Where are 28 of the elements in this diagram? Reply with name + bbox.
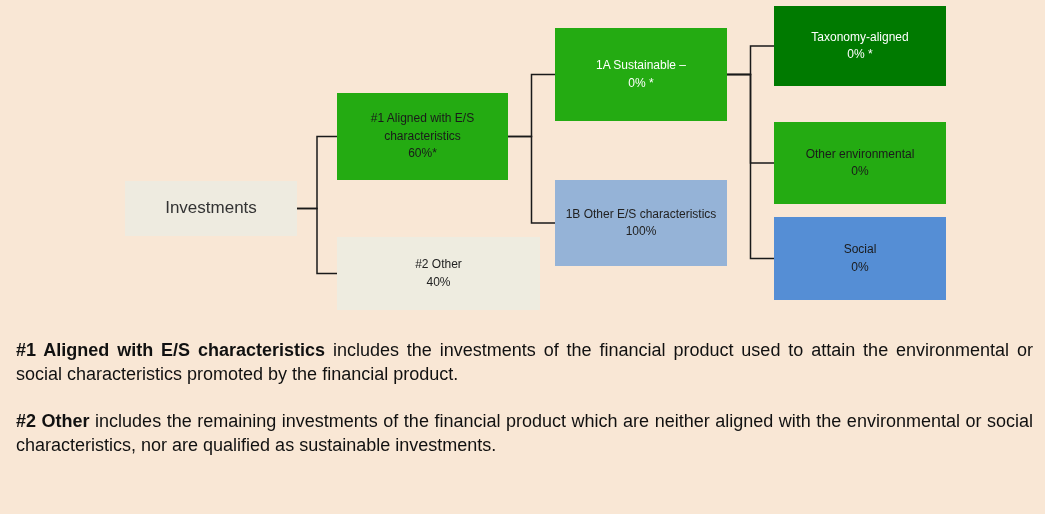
percentage-value: 0% xyxy=(851,163,869,180)
category-name: #1 Aligned with E/S characteristics xyxy=(369,110,476,145)
category-box xyxy=(774,122,946,204)
category-box xyxy=(555,180,727,266)
category-box xyxy=(774,217,946,300)
percentage-value: 0% xyxy=(851,258,869,276)
explanation-paragraph: #2 Other includes the remaining investments of the financial product which are neither aligned with the environmental or social characteristics, nor are qualified as sustainable investments. xyxy=(16,409,1033,457)
connector-line xyxy=(507,135,556,224)
category-name: #2 Other xyxy=(415,256,462,274)
category-name: 1B Other E/S characteristics xyxy=(565,205,717,223)
percentage-value: 0% * xyxy=(628,74,654,92)
connector-line xyxy=(296,207,338,275)
category-box xyxy=(337,93,508,180)
percentage-value: 60%* xyxy=(408,145,437,163)
percentage-value: 40% xyxy=(426,273,451,291)
category-box xyxy=(774,6,946,86)
category-name: 1A Sustainable – xyxy=(595,57,687,75)
category-box xyxy=(555,28,727,121)
category-name: Taxonomy-aligned xyxy=(811,28,909,46)
category-box xyxy=(337,237,540,310)
percentage-value: 0% * xyxy=(847,46,873,63)
category-box xyxy=(125,181,297,236)
explanation-paragraph: #1 Aligned with E/S characteristics includes the investments of the financial product used to attain the environmental or social characteristics promoted by the financial product. xyxy=(16,339,1033,387)
category-name: Social xyxy=(843,241,877,259)
category-name: Investments xyxy=(165,197,257,220)
percentage-value: 100% xyxy=(625,223,657,240)
category-name: Other environmental xyxy=(805,145,915,163)
connector-line xyxy=(726,73,775,260)
